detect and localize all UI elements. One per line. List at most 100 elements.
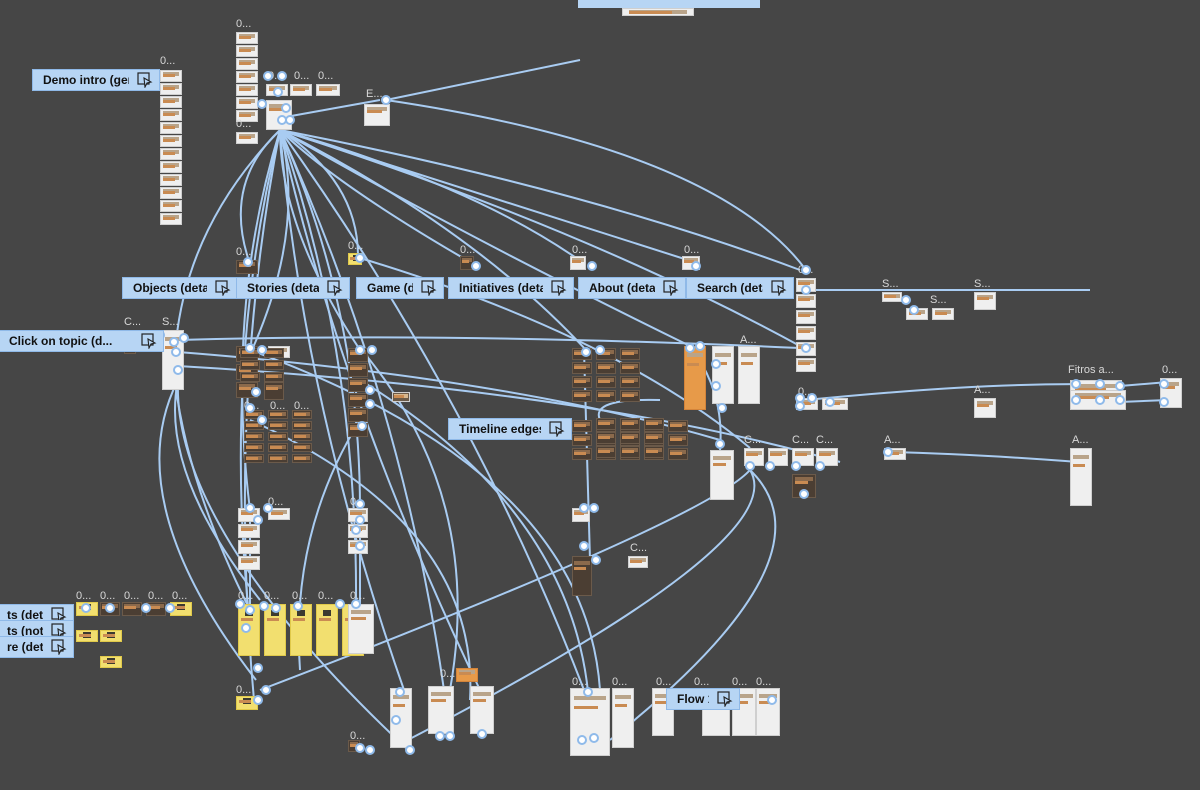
screen-frame[interactable] <box>236 132 258 144</box>
connection-handle[interactable] <box>257 99 267 109</box>
screen-frame[interactable] <box>290 84 312 96</box>
screen-frame[interactable] <box>160 70 182 82</box>
connection-wire[interactable] <box>889 451 1079 463</box>
screen-frame[interactable] <box>236 58 258 70</box>
screen-frame[interactable] <box>620 418 640 430</box>
screen-frame[interactable] <box>570 688 610 756</box>
play-flow-icon[interactable] <box>327 280 343 296</box>
screen-frame[interactable] <box>456 668 478 682</box>
flow-label-demo-intro[interactable]: Demo intro (gen... <box>32 69 160 91</box>
connection-wire[interactable] <box>397 469 756 746</box>
screen-frame[interactable] <box>348 363 368 377</box>
flow-label-about[interactable]: About (detail) <box>578 277 686 299</box>
play-flow-icon[interactable] <box>51 623 67 639</box>
screen-frame[interactable] <box>572 448 592 460</box>
connection-handle[interactable] <box>909 305 919 315</box>
connection-handle[interactable] <box>253 695 263 705</box>
screen-frame[interactable] <box>470 686 494 734</box>
connection-handle[interactable] <box>365 385 375 395</box>
screen-frame[interactable] <box>620 446 640 458</box>
screen-frame[interactable] <box>160 174 182 186</box>
connection-handle[interactable] <box>745 461 755 471</box>
screen-frame[interactable] <box>796 326 816 340</box>
top-flow-chip[interactable] <box>660 0 760 8</box>
connection-handle[interactable] <box>435 731 445 741</box>
screen-frame[interactable] <box>160 109 182 121</box>
connection-wire[interactable] <box>177 365 841 463</box>
screen-frame[interactable] <box>240 360 260 370</box>
flow-label-objects[interactable]: Objects (detail) <box>122 277 238 299</box>
screen-frame[interactable] <box>596 432 616 444</box>
screen-frame[interactable] <box>348 408 368 422</box>
connection-handle[interactable] <box>807 393 817 403</box>
connection-handle[interactable] <box>695 341 705 351</box>
connection-handle[interactable] <box>105 603 115 613</box>
connection-handle[interactable] <box>179 333 189 343</box>
screen-frame[interactable] <box>620 362 640 374</box>
screen-frame[interactable] <box>268 454 288 463</box>
screen-frame[interactable] <box>668 434 688 446</box>
screen-frame[interactable] <box>236 45 258 57</box>
connection-handle[interactable] <box>799 489 809 499</box>
connection-handle[interactable] <box>691 261 701 271</box>
connection-handle[interactable] <box>1071 379 1081 389</box>
connection-wire[interactable] <box>158 379 257 681</box>
connection-handle[interactable] <box>171 347 181 357</box>
connection-wire[interactable] <box>279 129 445 691</box>
screen-frame[interactable] <box>264 348 284 358</box>
play-flow-icon[interactable] <box>137 72 153 88</box>
connection-handle[interactable] <box>577 735 587 745</box>
screen-frame[interactable] <box>974 398 996 418</box>
connection-handle[interactable] <box>235 599 245 609</box>
screen-frame[interactable] <box>596 390 616 402</box>
screen-frame[interactable] <box>244 454 264 463</box>
connection-handle[interactable] <box>257 345 267 355</box>
play-flow-icon[interactable] <box>51 639 67 655</box>
screen-frame[interactable] <box>236 32 258 44</box>
screen-frame[interactable] <box>268 432 288 441</box>
connection-wire[interactable] <box>359 347 459 691</box>
connection-wire[interactable] <box>174 379 261 601</box>
connection-handle[interactable] <box>579 503 589 513</box>
connection-wire[interactable] <box>279 129 585 691</box>
connection-handle[interactable] <box>583 687 593 697</box>
screen-frame[interactable] <box>796 358 816 372</box>
screen-frame[interactable] <box>264 382 284 400</box>
connection-handle[interactable] <box>263 503 273 513</box>
flow-label-left-c[interactable]: re (detail) <box>0 636 74 658</box>
screen-frame[interactable] <box>732 688 756 736</box>
screen-frame[interactable] <box>668 420 688 432</box>
flow-label-click-topic[interactable]: Click on topic (d... <box>0 330 164 352</box>
connection-handle[interactable] <box>293 601 303 611</box>
screen-frame[interactable] <box>684 346 706 410</box>
screen-frame[interactable] <box>348 604 374 654</box>
flow-label-stories[interactable]: Stories (detail) <box>236 277 350 299</box>
screen-frame[interactable] <box>596 418 616 430</box>
screen-frame[interactable] <box>572 420 592 432</box>
connection-handle[interactable] <box>801 265 811 275</box>
connection-handle[interactable] <box>355 499 365 509</box>
connection-handle[interactable] <box>355 743 365 753</box>
connection-wire[interactable] <box>279 129 405 691</box>
connection-handle[interactable] <box>253 663 263 673</box>
screen-frame[interactable] <box>738 346 760 404</box>
screen-frame[interactable] <box>236 71 258 83</box>
connection-handle[interactable] <box>579 541 589 551</box>
connection-handle[interactable] <box>281 103 291 113</box>
connection-handle[interactable] <box>767 695 777 705</box>
connection-handle[interactable] <box>251 387 261 397</box>
screen-frame[interactable] <box>236 84 258 96</box>
screen-frame[interactable] <box>316 84 340 96</box>
connection-wire[interactable] <box>279 129 471 263</box>
screen-frame[interactable] <box>160 148 182 160</box>
screen-frame[interactable] <box>244 443 264 452</box>
screen-frame[interactable] <box>268 443 288 452</box>
connection-handle[interactable] <box>1095 395 1105 405</box>
screen-frame[interactable] <box>268 410 288 419</box>
flow-label-timeline[interactable]: Timeline edges ... <box>448 418 572 440</box>
connection-wire[interactable] <box>385 99 807 271</box>
screen-frame[interactable] <box>100 630 122 642</box>
screen-frame[interactable] <box>644 446 664 458</box>
connection-handle[interactable] <box>271 603 281 613</box>
screen-frame[interactable] <box>292 421 312 430</box>
